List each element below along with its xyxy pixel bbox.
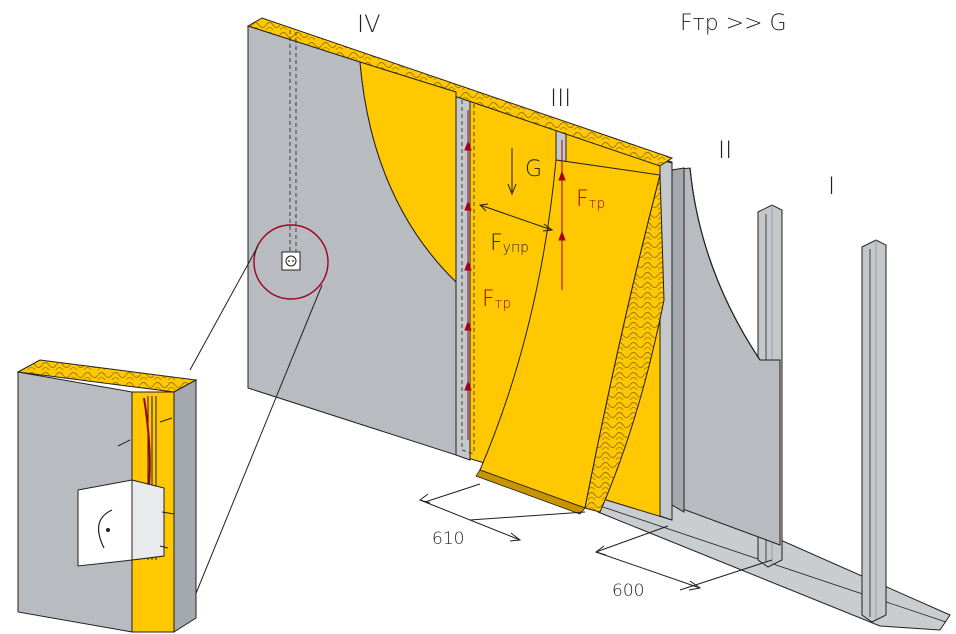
stage-iv-wall [246,17,674,456]
stage-label-ii: II [718,136,732,164]
friction-label-left: Fтр [482,287,511,312]
elastic-force-label: Fупр [490,231,529,256]
friction-label-left-main: F [482,287,495,312]
friction-arrows [464,110,566,440]
stud-profile-2 [861,239,887,623]
socket-box-detail [77,479,165,567]
stage-label-i: I [828,172,835,200]
stage-label-iii: III [550,84,571,112]
stud-right [659,159,673,521]
dimension-610-label: 610 [432,529,464,549]
formula-label: Fтр >> G [680,11,787,36]
dimension-610 [418,483,586,542]
stage-ii-board [671,167,781,546]
wall-socket-icon [281,251,301,271]
friction-label-left-sub: тр [495,296,512,312]
friction-label-right-sub: тр [589,196,606,212]
gravity-arrow [507,148,517,196]
friction-label-right-main: F [576,187,589,212]
elastic-force-arrow [478,203,554,232]
dimension-600-label: 600 [612,581,644,601]
gravity-label: G [525,157,542,182]
dimension-600 [594,525,773,591]
detail-inset [16,245,323,633]
friction-label-right: Fтр [576,187,605,212]
elastic-force-label-sub: упр [503,240,529,256]
stage-label-iv: IV [357,10,381,38]
detail-magnifier-circle [253,224,329,300]
elastic-force-label-main: F [490,231,503,256]
